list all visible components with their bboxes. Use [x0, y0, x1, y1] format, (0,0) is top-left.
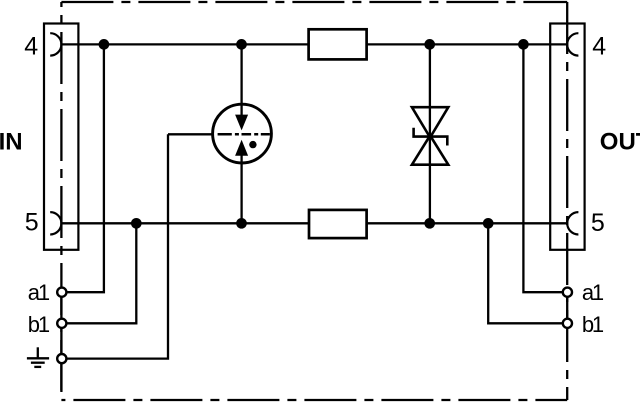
svg-text:b1: b1: [28, 312, 50, 337]
svg-text:b1: b1: [582, 312, 604, 337]
svg-text:4: 4: [592, 32, 606, 60]
svg-text:5: 5: [591, 209, 605, 237]
svg-text:OUT: OUT: [600, 128, 640, 155]
svg-text:4: 4: [24, 32, 38, 60]
svg-text:a1: a1: [582, 280, 604, 305]
svg-text:IN: IN: [0, 129, 23, 156]
svg-text:5: 5: [25, 209, 39, 237]
svg-text:a1: a1: [28, 280, 50, 305]
